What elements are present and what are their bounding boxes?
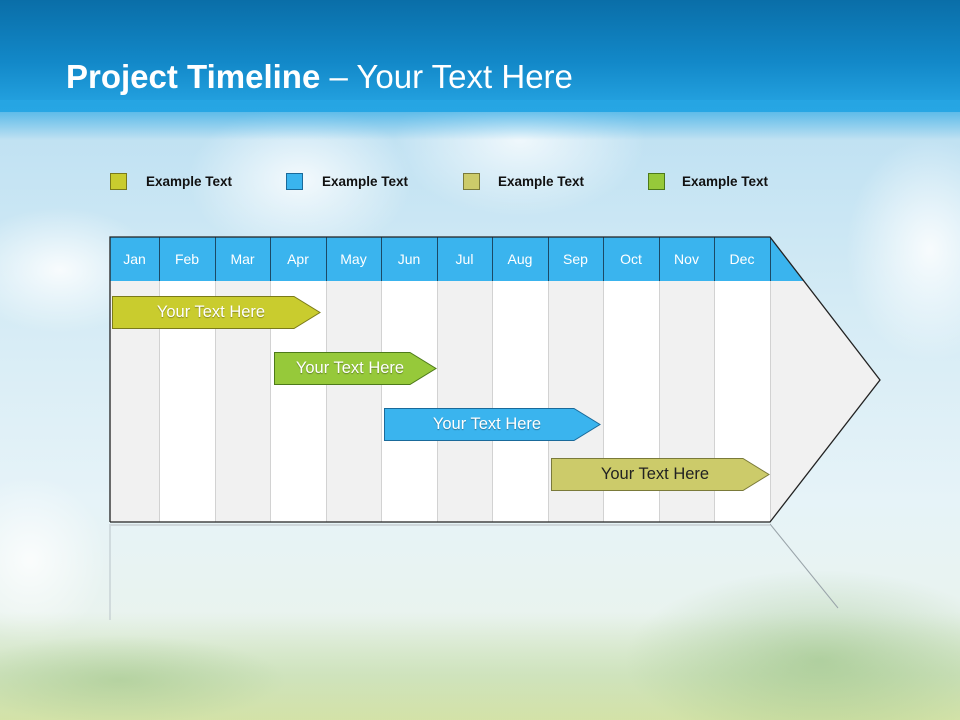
legend-item: Example Text xyxy=(110,171,232,191)
legend-item: Example Text xyxy=(463,171,584,191)
month-column xyxy=(381,281,437,522)
arrow-bar-shape xyxy=(112,296,321,329)
month-header-sep: Sep xyxy=(548,237,603,281)
task-bar[interactable]: Your Text Here xyxy=(551,458,770,491)
month-header-may: May xyxy=(326,237,381,281)
header-divider xyxy=(603,237,604,281)
header-divider xyxy=(270,237,271,281)
task-bar[interactable]: Your Text Here xyxy=(112,296,321,329)
month-header-feb: Feb xyxy=(159,237,215,281)
month-column xyxy=(437,281,492,522)
month-header-mar: Mar xyxy=(215,237,270,281)
header-divider xyxy=(437,237,438,281)
header-divider xyxy=(381,237,382,281)
column-divider xyxy=(492,281,493,522)
month-column xyxy=(492,281,548,522)
task-bar[interactable]: Your Text Here xyxy=(384,408,601,441)
month-header-dec: Dec xyxy=(714,237,770,281)
title-rest: – Your Text Here xyxy=(320,58,573,95)
task-bar-label: Your Text Here xyxy=(432,415,542,433)
title-banner-fade xyxy=(0,100,960,140)
arrow-bar-shape xyxy=(384,408,601,441)
legend-label: Example Text xyxy=(322,173,409,189)
header-divider xyxy=(714,237,715,281)
legend-item: Example Text xyxy=(286,171,408,191)
task-bar[interactable]: Your Text Here xyxy=(274,352,437,385)
header-divider xyxy=(326,237,327,281)
month-header-aug: Aug xyxy=(492,237,548,281)
column-divider xyxy=(437,281,438,522)
header-divider xyxy=(159,237,160,281)
header-divider xyxy=(548,237,549,281)
slide-title: Project Timeline – Your Text Here xyxy=(66,58,573,96)
legend-item: Example Text xyxy=(648,171,768,191)
column-divider xyxy=(548,281,549,522)
header-divider xyxy=(492,237,493,281)
legend-swatch xyxy=(648,172,665,190)
legend-swatch xyxy=(463,172,480,190)
legend-swatch xyxy=(286,172,303,190)
month-column xyxy=(326,281,381,522)
arrow-bar-shape xyxy=(274,352,437,385)
header-divider xyxy=(659,237,660,281)
legend-swatch xyxy=(110,172,127,190)
month-header-oct: Oct xyxy=(603,237,659,281)
month-header-nov: Nov xyxy=(659,237,714,281)
title-banner xyxy=(0,0,960,112)
meadow-background xyxy=(0,540,960,720)
task-bar-label: Your Text Here xyxy=(600,465,710,483)
legend-label: Example Text xyxy=(498,173,585,189)
month-header-jul: Jul xyxy=(437,237,492,281)
column-divider xyxy=(326,281,327,522)
column-divider xyxy=(381,281,382,522)
header-divider xyxy=(770,237,771,281)
task-bar-label: Your Text Here xyxy=(156,303,266,321)
header-divider xyxy=(215,237,216,281)
title-bold: Project Timeline xyxy=(66,58,321,95)
month-header-apr: Apr xyxy=(270,237,326,281)
legend-label: Example Text xyxy=(146,173,233,189)
arrow-bar-shape xyxy=(551,458,770,491)
month-header-jan: Jan xyxy=(110,237,159,281)
month-header-jun: Jun xyxy=(381,237,437,281)
task-bar-label: Your Text Here xyxy=(295,359,405,377)
legend-label: Example Text xyxy=(682,173,769,189)
